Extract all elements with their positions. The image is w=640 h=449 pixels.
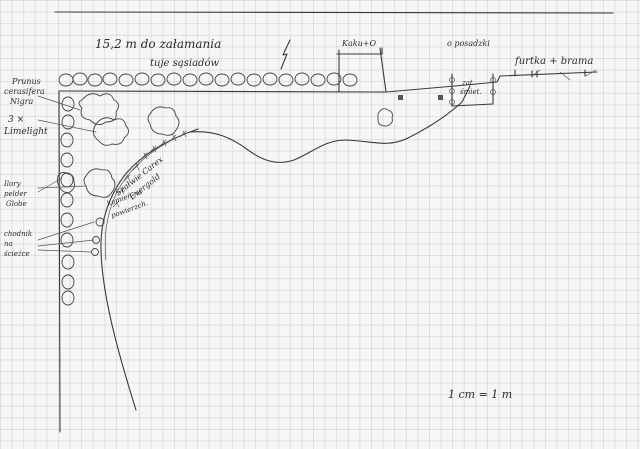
prunus-label-1: Prunus: [11, 77, 41, 86]
paving-label-3: ścieżce: [4, 250, 30, 258]
break-point-arrow: [280, 39, 291, 70]
neighbor-boundary-top: [59, 90, 387, 93]
label-leader-lines: [37, 95, 97, 253]
left-hedge-shrubs: [60, 96, 75, 306]
blue-globe-label-3: Globe: [6, 200, 27, 208]
neighbor-thuja-row: [58, 72, 358, 87]
carex-plant-row: [112, 130, 187, 208]
prunus-label-2: cerasifera: [4, 87, 45, 96]
property-line-left: [58, 90, 61, 433]
gate-symbols: [514, 69, 597, 81]
paving-label-1: chodnik: [4, 230, 32, 238]
scale-label: 1 cm = 1 m: [448, 388, 512, 401]
post-marker: [398, 95, 403, 100]
top-title-text: 15,2 m do załamania: [95, 37, 221, 51]
stepping-stones: [91, 217, 105, 256]
cabinet-label-2: śmiet.: [460, 88, 482, 96]
neighbor-thuja-label: tuje sąsiadów: [150, 58, 219, 69]
limelight-label-2: Limelight: [3, 127, 48, 137]
paving-label-2: na: [4, 240, 13, 248]
cabinet-label-1: zat.: [461, 79, 475, 87]
prunus-label-3: Nigra: [9, 97, 34, 106]
limelight-label-1: 3 ×: [8, 115, 24, 125]
compost-label: Kaku+O: [341, 39, 376, 48]
top-edge-line: [54, 11, 614, 14]
gate-label: furtka + brama: [514, 56, 593, 67]
trash-cabinet: [449, 73, 496, 107]
blue-globe-label-1: Ilory: [3, 180, 22, 188]
blue-globe-label-2: pelder: [4, 190, 27, 198]
path-inner-edge: [104, 135, 181, 261]
garden-path-curve: [100, 128, 199, 411]
lawn-edge-curve: [189, 85, 471, 163]
pavement-label: o posadzki: [447, 39, 490, 48]
post-marker: [438, 95, 443, 100]
compost-area: [336, 47, 443, 127]
